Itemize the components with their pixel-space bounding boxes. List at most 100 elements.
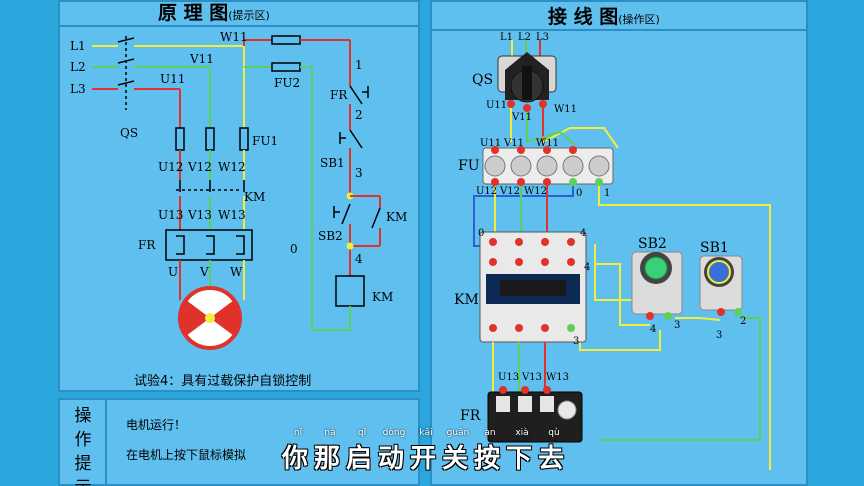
- schematic-title: 原 理 图(提示区): [158, 0, 270, 25]
- wiring-title: 接 线 图(操作区): [548, 2, 660, 29]
- wiring-label-v11b: V11: [504, 138, 524, 149]
- wiring-label-w12: W12: [524, 186, 548, 197]
- label-node-4: 4: [355, 252, 363, 266]
- label-w13: W13: [218, 208, 246, 222]
- fr-thermal-relay[interactable]: [487, 386, 583, 443]
- label-w: W: [230, 265, 243, 279]
- motor-symbol[interactable]: [178, 286, 242, 350]
- wiring-label-t2: 2: [740, 316, 747, 327]
- tips-side-char-1: 操: [74, 406, 92, 426]
- wiring-label-w13: W13: [546, 372, 570, 383]
- qs-rotary-switch[interactable]: [497, 52, 557, 112]
- label-v12: V12: [188, 160, 212, 174]
- pinyin-1: nǐ: [293, 428, 303, 438]
- label-km-aux: KM: [386, 210, 408, 224]
- wiring-label-t4b: 4: [584, 262, 591, 273]
- tips-side-char-4: 示: [60, 476, 106, 486]
- fr-thermal-symbol: [165, 229, 253, 261]
- wiring-label-one: 1: [604, 188, 611, 199]
- label-km-main: KM: [244, 190, 266, 204]
- wiring-label-t3b: 3: [716, 330, 723, 341]
- label-zero: 0: [290, 242, 298, 256]
- wiring-label-w11: W11: [554, 104, 578, 115]
- tips-line-2: 在电机上按下鼠标模拟: [126, 448, 247, 462]
- label-u13: U13: [158, 208, 184, 222]
- pinyin-5: kāi: [419, 428, 433, 438]
- wiring-label-fr: FR: [460, 408, 481, 424]
- label-node-2: 2: [355, 108, 363, 122]
- video-subtitle: nǐ nà qǐ dòng kāi guān àn xià qù 你那启动开关按…: [282, 428, 592, 475]
- wiring-title-hint: (操作区): [618, 13, 660, 26]
- label-node-1: 1: [355, 58, 363, 72]
- wiring-label-u13: U13: [498, 372, 520, 383]
- wiring-label-t3c: 3: [573, 336, 580, 347]
- label-fu1: FU1: [252, 134, 279, 148]
- label-w11: W11: [220, 30, 248, 44]
- wiring-label-sb2: SB2: [638, 236, 667, 252]
- wiring-label-w11b: W11: [536, 138, 560, 149]
- fu-fuse-block[interactable]: [482, 146, 614, 186]
- sb2-contact-symbol: [333, 203, 351, 225]
- tips-side-label: 操 作 提 示: [60, 404, 106, 486]
- km-aux-contact-symbol: [371, 207, 381, 229]
- label-u: U: [168, 265, 179, 279]
- fr-nc-contact-symbol: [349, 85, 369, 105]
- wiring-label-km: KM: [454, 292, 479, 308]
- wiring-label-fu: FU: [458, 158, 480, 174]
- wiring-label-u12: U12: [476, 186, 498, 197]
- qs-switch-symbol: [117, 36, 135, 110]
- wiring-label-t4c: 4: [650, 324, 657, 335]
- subtitle-pinyin: nǐ nà qǐ dòng kāi guān àn xià qù: [282, 428, 592, 438]
- label-v13: V13: [188, 208, 212, 222]
- label-v: V: [200, 265, 209, 279]
- wiring-label-u11b: U11: [480, 138, 502, 149]
- fu1-fuse-symbols: [175, 127, 249, 151]
- tips-side-char-2: 作: [74, 430, 92, 450]
- wiring-label-t4a: 4: [580, 228, 587, 239]
- label-sb1: SB1: [320, 156, 345, 170]
- label-km-coil: KM: [372, 290, 394, 304]
- sb2-start-button[interactable]: [631, 251, 683, 320]
- sb1-contact-symbol: [339, 129, 363, 149]
- km-main-contacts-symbol: [176, 180, 245, 192]
- label-l2: L2: [70, 60, 86, 74]
- label-qs: QS: [120, 126, 139, 140]
- wiring-label-sb1: SB1: [700, 240, 729, 256]
- pinyin-7: àn: [484, 428, 496, 438]
- label-v11: V11: [190, 52, 214, 66]
- label-w12: W12: [218, 160, 246, 174]
- pinyin-2: nà: [324, 428, 336, 438]
- wiring-label-zero: 0: [576, 188, 583, 199]
- wiring-label-t0: 0: [478, 228, 485, 239]
- pinyin-4: dòng: [382, 428, 406, 438]
- label-l3: L3: [70, 82, 86, 96]
- wiring-label-u11: U11: [486, 100, 508, 111]
- sb1-stop-button[interactable]: [699, 255, 743, 316]
- schematic-caption: 试验4：具有过载保护自锁控制: [134, 374, 312, 389]
- km-coil-symbol: [335, 275, 365, 307]
- subtitle-text: 你那启动开关按下去: [282, 444, 571, 474]
- wiring-label-v12: V12: [500, 186, 520, 197]
- label-fr: FR: [138, 238, 156, 252]
- fu2-fuse-symbols: [271, 35, 301, 72]
- label-l1: L1: [70, 39, 86, 53]
- label-u11: U11: [160, 72, 186, 86]
- label-sb2: SB2: [318, 229, 343, 243]
- wiring-title-text: 接 线 图: [548, 6, 619, 28]
- label-node-3: 3: [355, 166, 363, 180]
- wiring-label-l2: L2: [518, 32, 532, 43]
- schematic-title-hint: (提示区): [228, 9, 270, 22]
- tips-side-char-3: 提: [74, 454, 92, 474]
- label-u12: U12: [158, 160, 184, 174]
- pinyin-6: guān: [446, 428, 470, 438]
- wiring-label-v13: V13: [522, 372, 542, 383]
- schematic-title-text: 原 理 图: [158, 2, 229, 24]
- wiring-label-qs: QS: [472, 72, 494, 88]
- label-fu2: FU2: [274, 76, 301, 90]
- pinyin-3: qǐ: [357, 428, 367, 438]
- tips-panel: [58, 398, 420, 486]
- wiring-label-t3a: 3: [674, 320, 681, 331]
- km-contactor[interactable]: [479, 231, 587, 343]
